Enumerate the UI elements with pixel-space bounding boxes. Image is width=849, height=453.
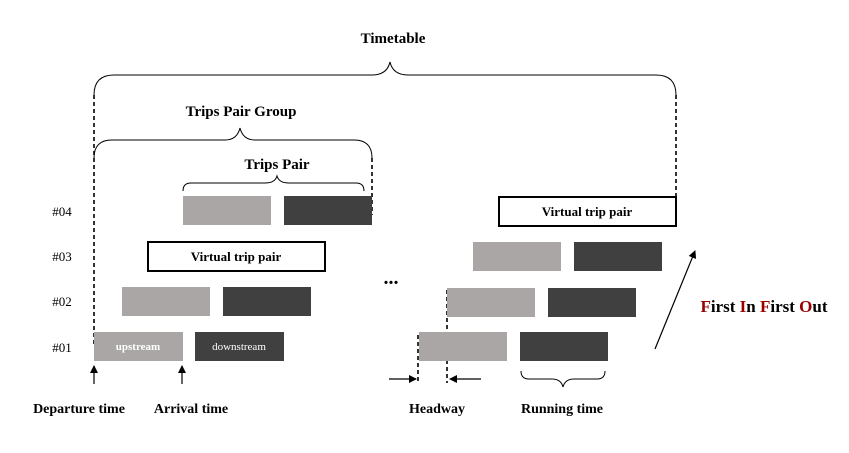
row-label-01: #01 <box>52 340 72 355</box>
fifo-part-7: ut <box>812 297 827 316</box>
trip-02-upstream-bar-right <box>447 288 535 317</box>
trip-02-downstream-bar-left <box>223 287 311 316</box>
row-label-03: #03 <box>52 249 72 264</box>
trip-01-upstream-bar <box>94 332 183 361</box>
trip-03-downstream-bar <box>574 242 662 271</box>
headway-label: Headway <box>409 402 465 417</box>
trip-03-upstream-bar <box>473 242 561 271</box>
trip-04-downstream-bar <box>284 196 372 225</box>
fifo-arrow <box>654 250 697 350</box>
trips-pair-group-brace <box>93 127 373 159</box>
row-label-04: #04 <box>52 204 72 219</box>
timetable-brace <box>93 61 677 96</box>
trip-02-downstream-bar-right <box>548 288 636 317</box>
arrival-time-label: Arrival time <box>154 402 228 417</box>
trips-pair-group-label: Trips Pair Group <box>186 104 297 120</box>
fifo-part-3: n <box>746 297 760 316</box>
downstream-label: downstream <box>212 341 266 353</box>
upstream-label: upstream <box>116 341 160 353</box>
trip-04-upstream-bar <box>183 196 271 225</box>
fifo-part-4: F <box>760 297 770 316</box>
fifo-label: First In First Out <box>700 297 827 316</box>
virtual-trip-pair-box-middle <box>147 241 326 272</box>
running-time-label: Running time <box>521 402 603 417</box>
fifo-part-0: F <box>700 297 710 316</box>
fifo-part-2: I <box>740 297 747 316</box>
trip-01-downstream-bar <box>195 332 284 361</box>
fifo-part-1: irst <box>711 297 740 316</box>
trip-02-upstream-bar-left <box>122 287 210 316</box>
trips-pair-brace <box>182 174 365 192</box>
trip-01-downstream-bar-right <box>520 332 608 361</box>
virtual-trip-pair-label-top: Virtual trip pair <box>542 204 633 219</box>
ellipsis: ... <box>384 267 399 289</box>
trips-pair-label: Trips Pair <box>244 157 309 173</box>
timetable-label: Timetable <box>361 31 426 47</box>
row-label-02: #02 <box>52 294 72 309</box>
virtual-trip-pair-label-middle: Virtual trip pair <box>191 249 282 264</box>
departure-time-label: Departure time <box>33 402 125 417</box>
fifo-part-6: O <box>799 297 812 316</box>
running-time-brace <box>520 370 606 388</box>
virtual-trip-pair-box-top <box>498 196 677 227</box>
fifo-part-5: irst <box>770 297 799 316</box>
trip-01-upstream-bar-right <box>419 332 507 361</box>
